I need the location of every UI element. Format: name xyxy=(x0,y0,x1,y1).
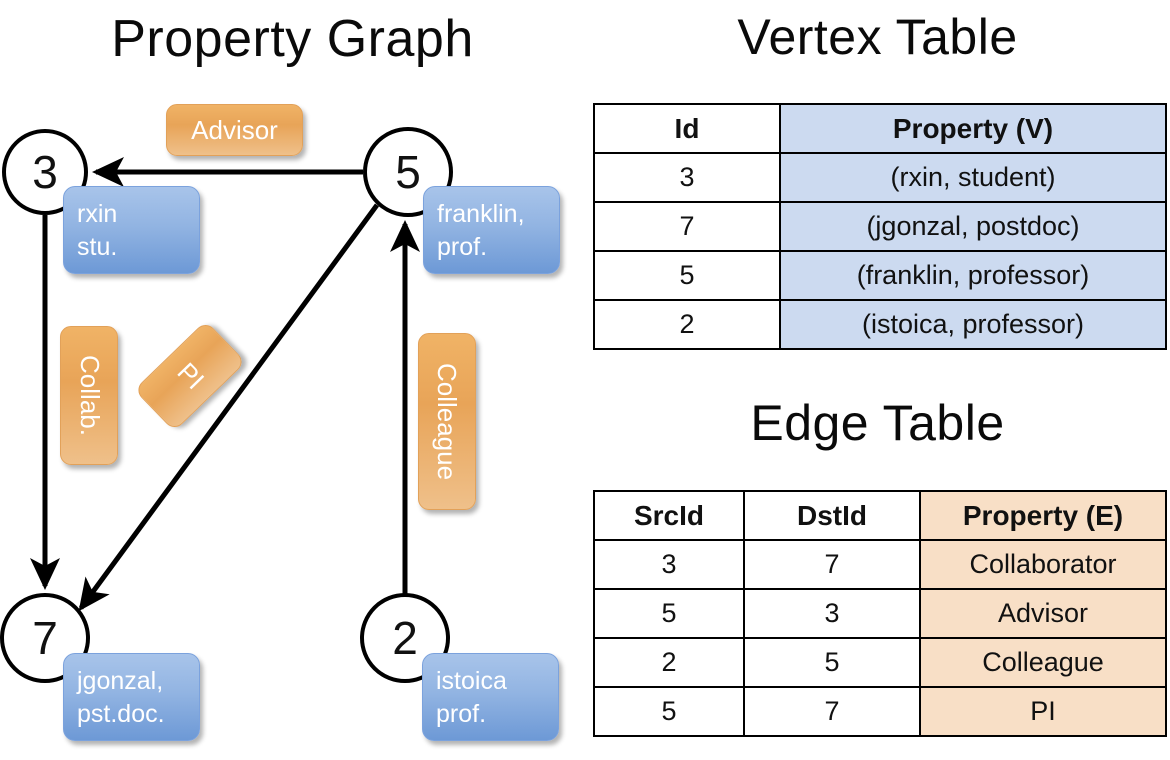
page-title-property-graph: Property Graph xyxy=(111,10,474,68)
node-property-box-jgonzal[interactable]: jgonzal, pst.doc. xyxy=(63,653,200,741)
vertex-row-0-property: (rxin, student) xyxy=(779,152,1167,203)
edge-label-colleague[interactable]: Colleague xyxy=(418,333,476,510)
page-title-vertex-table: Vertex Table xyxy=(737,9,1018,65)
vertex-table-header-id: Id xyxy=(593,103,781,154)
graph-node-3-id: 3 xyxy=(32,146,58,198)
edge-row-3-src: 5 xyxy=(593,686,745,737)
node-property-jgonzal-line1: jgonzal, xyxy=(77,667,164,695)
node-property-jgonzal-line2: pst.doc. xyxy=(77,700,165,728)
edge-label-collab[interactable]: Collab. xyxy=(60,326,118,465)
graph-node-5-id: 5 xyxy=(395,146,421,198)
edge-row-2-src: 2 xyxy=(593,637,745,688)
edge-row-1-property: Advisor xyxy=(919,588,1167,639)
graph-node-5[interactable]: 5 xyxy=(363,127,453,217)
edge-label-advisor[interactable]: Advisor xyxy=(166,104,303,156)
node-property-rxin-line2: stu. xyxy=(77,233,118,261)
table-row: 2 5 Colleague xyxy=(593,637,1167,688)
graph-node-7-id: 7 xyxy=(32,612,58,664)
edge-row-2-dst: 5 xyxy=(743,637,921,688)
table-row: 3 (rxin, student) xyxy=(593,152,1167,203)
graph-node-2-id: 2 xyxy=(392,612,418,664)
edge-row-2-property: Colleague xyxy=(919,637,1167,688)
edge-table-header-srcid: SrcId xyxy=(593,490,745,541)
table-row: 3 7 Collaborator xyxy=(593,539,1167,590)
edge-table-header-dstid: DstId xyxy=(743,490,921,541)
edge-label-pi-text: PI xyxy=(171,356,210,395)
edge-label-advisor-text: Advisor xyxy=(191,114,278,145)
edge-5-to-7 xyxy=(78,203,380,612)
node-property-box-franklin[interactable]: franklin, prof. xyxy=(423,186,560,274)
node-property-rxin-line1: rxin xyxy=(77,200,118,228)
vertex-table-header-row: Id Property (V) xyxy=(593,103,1167,154)
node-property-istoica-line2: prof. xyxy=(436,700,487,728)
vertex-row-1-id: 7 xyxy=(593,201,781,252)
edge-row-0-property: Collaborator xyxy=(919,539,1167,590)
node-property-istoica-line1: istoica xyxy=(436,667,507,695)
vertex-row-1-property: (jgonzal, postdoc) xyxy=(779,201,1167,252)
edge-row-3-property: PI xyxy=(919,686,1167,737)
edge-row-1-dst: 3 xyxy=(743,588,921,639)
graph-node-2[interactable]: 2 xyxy=(360,593,450,683)
page-title-edge-table: Edge Table xyxy=(750,395,1005,451)
node-property-franklin-line2: prof. xyxy=(437,233,488,261)
edge-row-0-src: 3 xyxy=(593,539,745,590)
table-row: 7 (jgonzal, postdoc) xyxy=(593,201,1167,252)
vertex-table-header-property: Property (V) xyxy=(779,103,1167,154)
edge-label-colleague-text: Colleague xyxy=(432,362,463,481)
edge-table: SrcId DstId Property (E) 3 7 Collaborato… xyxy=(593,490,1167,737)
vertex-row-2-id: 5 xyxy=(593,250,781,301)
table-row: 5 7 PI xyxy=(593,686,1167,737)
property-graph-diagram: 3 5 7 2 rxin stu. franklin, prof. jgonza… xyxy=(0,104,560,741)
edge-row-1-src: 5 xyxy=(593,588,745,639)
node-property-franklin-line1: franklin, xyxy=(437,200,525,228)
vertex-row-3-id: 2 xyxy=(593,299,781,350)
vertex-row-0-id: 3 xyxy=(593,152,781,203)
table-row: 5 (franklin, professor) xyxy=(593,250,1167,301)
edge-row-0-dst: 7 xyxy=(743,539,921,590)
table-row: 5 3 Advisor xyxy=(593,588,1167,639)
node-property-box-rxin[interactable]: rxin stu. xyxy=(63,186,200,274)
table-row: 2 (istoica, professor) xyxy=(593,299,1167,350)
vertex-row-2-property: (franklin, professor) xyxy=(779,250,1167,301)
edge-table-header-property: Property (E) xyxy=(919,490,1167,541)
edge-table-header-row: SrcId DstId Property (E) xyxy=(593,490,1167,541)
edge-row-3-dst: 7 xyxy=(743,686,921,737)
vertex-table: Id Property (V) 3 (rxin, student) 7 (jgo… xyxy=(593,103,1167,350)
vertex-row-3-property: (istoica, professor) xyxy=(779,299,1167,350)
graph-edges-layer xyxy=(30,157,420,612)
edge-label-collab-text: Collab. xyxy=(74,355,105,436)
node-property-box-istoica[interactable]: istoica prof. xyxy=(422,653,559,741)
